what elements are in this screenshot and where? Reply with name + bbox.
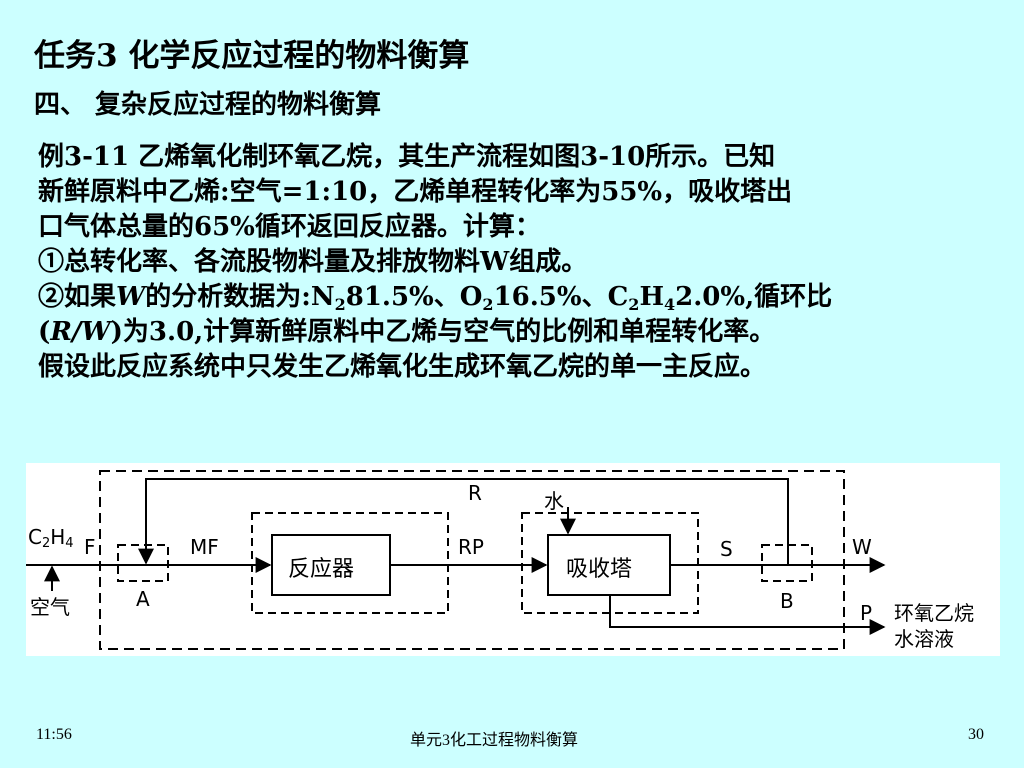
- system-boundary: [99, 470, 845, 650]
- process-flow-diagram: C2H4 F 空气 A MF 反应器 RP R 水 吸收塔 S W B P 环氧…: [26, 463, 1000, 656]
- problem-line-5: ②如果W的分析数据为:N281.5%、O216.5%、C2H42.0%,循环比: [38, 282, 833, 314]
- problem-text: 例3-11 乙烯氧化制环氧乙烷，其生产流程如图3-10所示。已知 新鲜原料中乙烯…: [38, 140, 1013, 385]
- absorber-label: 吸收塔: [566, 557, 633, 582]
- reactor-boundary: [251, 512, 449, 614]
- air-label: 空气: [30, 595, 70, 619]
- recycle-stream-line: [138, 478, 789, 565]
- problem-line-6: (R/W)为3.0,计算新鲜原料中乙烯与空气的比例和单程转化率。: [38, 317, 776, 347]
- splitter-b-box: [761, 544, 813, 582]
- recycle-r-label: R: [468, 481, 482, 505]
- slide-title: 任务3 化学反应过程的物料衡算: [34, 38, 470, 74]
- product-label-line2: 水溶液: [894, 627, 954, 651]
- reactor-box: [271, 534, 391, 596]
- mixer-a-box: [117, 544, 169, 582]
- problem-line-1: 例3-11 乙烯氧化制环氧乙烷，其生产流程如图3-10所示。已知: [38, 142, 776, 172]
- feed-f-label: F: [84, 535, 96, 559]
- footer-title: 单元3化工过程物料衡算: [410, 732, 579, 749]
- problem-line-4: ①总转化率、各流股物料量及排放物料W组成。: [38, 247, 588, 277]
- flow-diagram-svg: [26, 470, 886, 650]
- rp-label: RP: [458, 535, 484, 559]
- water-label: 水: [544, 489, 564, 513]
- product-stream-line: [609, 595, 886, 635]
- section-subtitle: 四、 复杂反应过程的物料衡算: [34, 90, 382, 120]
- c2h4-label: C2H4: [28, 525, 74, 551]
- product-label-line1: 环氧乙烷: [894, 601, 974, 625]
- mixer-a-label: A: [136, 587, 150, 611]
- problem-line-7: 假设此反应系统中只发生乙烯氧化生成环氧乙烷的单一主反应。: [38, 352, 767, 382]
- footer-time: 11:56: [36, 726, 72, 743]
- reactor-label: 反应器: [288, 557, 355, 582]
- footer-page-number: 30: [968, 726, 984, 743]
- w-label: W: [852, 535, 872, 559]
- problem-line-2: 新鲜原料中乙烯:空气=1:10，乙烯单程转化率为55%，吸收塔出: [38, 177, 793, 207]
- mf-label: MF: [190, 535, 219, 559]
- p-label: P: [860, 601, 873, 625]
- problem-line-3: 口气体总量的65%循环返回反应器。计算：: [38, 212, 541, 242]
- splitter-b-label: B: [780, 589, 794, 613]
- s-label: S: [720, 537, 733, 561]
